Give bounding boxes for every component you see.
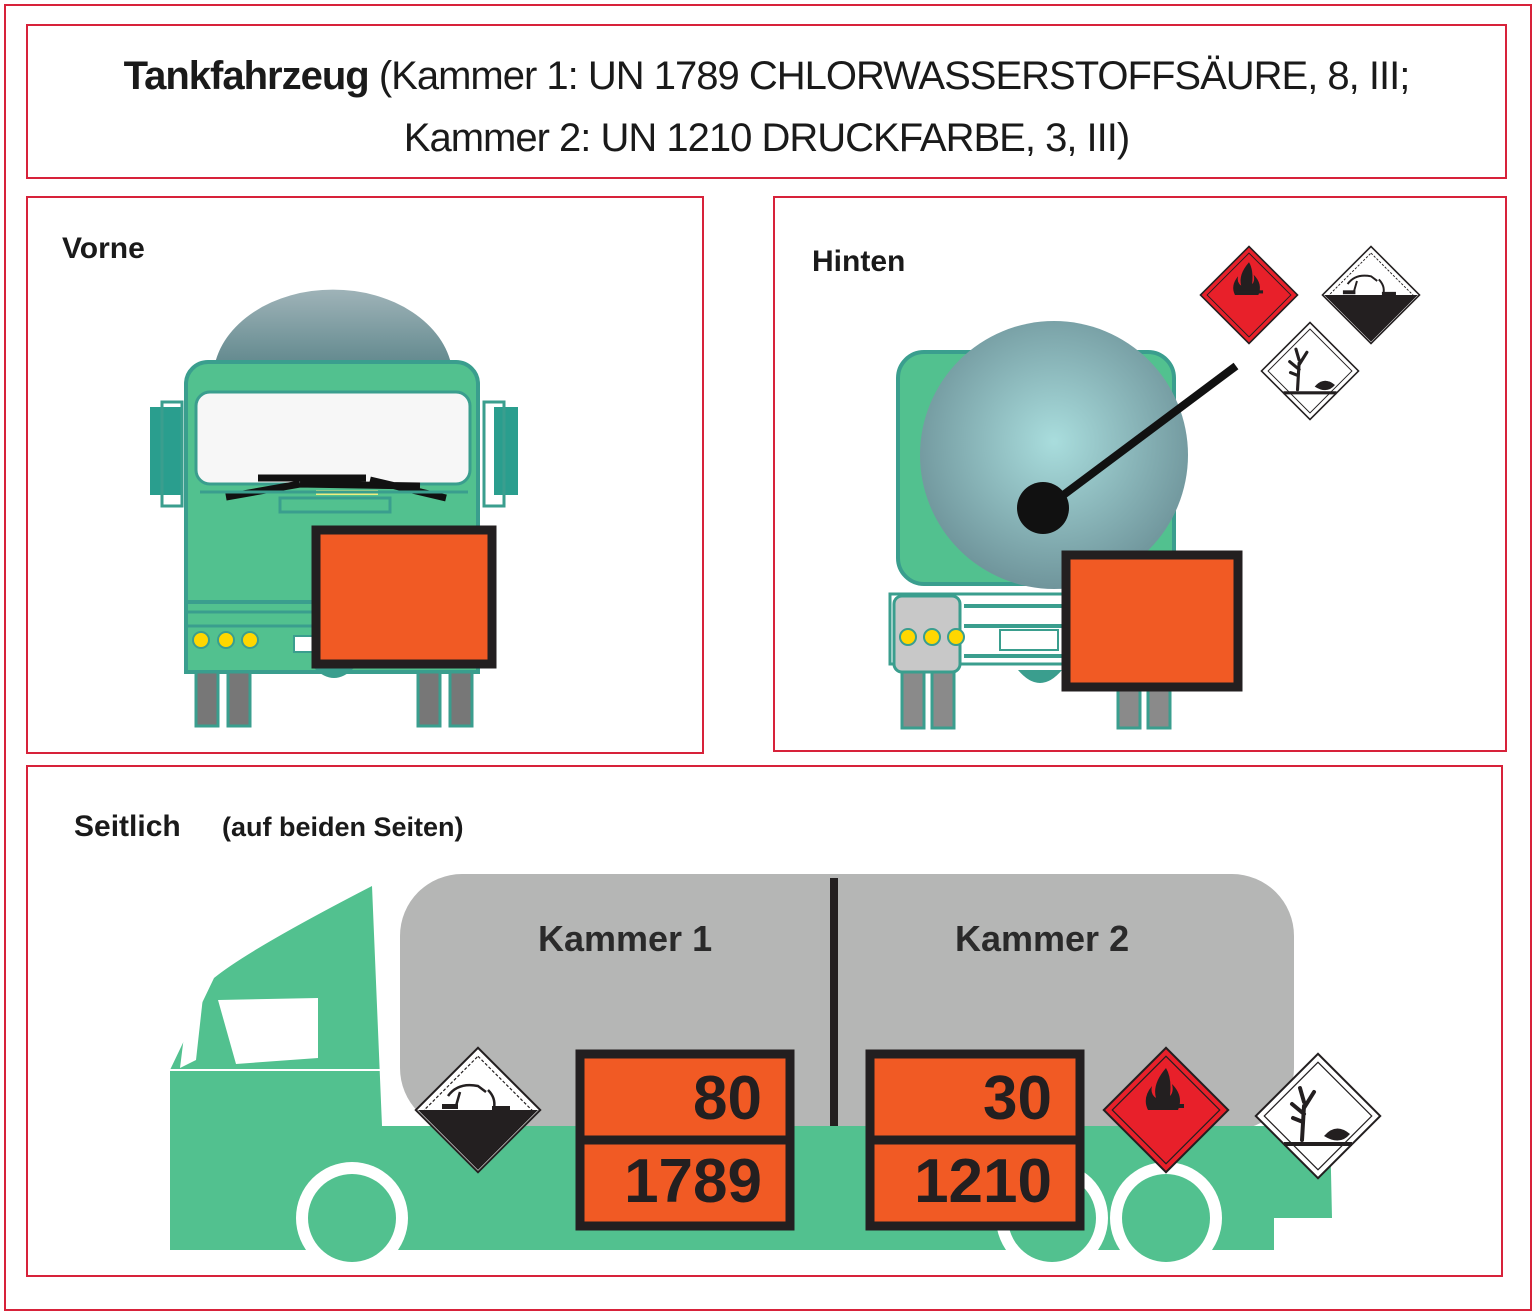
front-orange-plate bbox=[311, 525, 497, 669]
plate-2-un-number: 1210 bbox=[914, 1147, 1052, 1216]
plate-1-un-number: 1789 bbox=[624, 1147, 762, 1216]
front-view-label: Vorne bbox=[62, 232, 145, 265]
compartment-1-label: Kammer 1 bbox=[538, 918, 713, 959]
rear-truck bbox=[888, 321, 1239, 730]
title-box: Tankfahrzeug (Kammer 1: UN 1789 CHLORWAS… bbox=[26, 24, 1507, 179]
rear-corrosive-label-icon bbox=[1321, 245, 1421, 345]
rear-environment-mark-icon bbox=[1259, 320, 1361, 422]
side-view-panel bbox=[26, 765, 1503, 1277]
compartment-2-label: Kammer 2 bbox=[955, 918, 1130, 959]
rear-view-label: Hinten bbox=[812, 245, 906, 278]
rear-view-panel bbox=[773, 196, 1507, 752]
front-view-panel bbox=[26, 196, 704, 754]
outer-frame bbox=[4, 4, 1532, 1311]
plate-2-hazard-number: 30 bbox=[983, 1064, 1052, 1133]
rear-flammable-label-icon bbox=[1199, 245, 1299, 345]
title-line-2: Kammer 2: UN 1210 DRUCKFARBE, 3, III) bbox=[403, 116, 1130, 160]
title-bold: Tankfahrzeug bbox=[123, 54, 370, 98]
plate-1-hazard-number: 80 bbox=[693, 1064, 762, 1133]
title-line-1: Tankfahrzeug (Kammer 1: UN 1789 CHLORWAS… bbox=[28, 54, 1505, 99]
orange-plate-kammer-1 bbox=[575, 1049, 795, 1231]
side-view-label: Seitlich bbox=[74, 810, 181, 843]
rear-orange-plate bbox=[1061, 550, 1243, 692]
title-line-1-rest: (Kammer 1: UN 1789 CHLORWASSERSTOFFSÄURE… bbox=[368, 54, 1411, 98]
side-view-sublabel: (auf beiden Seiten) bbox=[222, 812, 464, 842]
orange-plate-kammer-2 bbox=[865, 1049, 1085, 1231]
